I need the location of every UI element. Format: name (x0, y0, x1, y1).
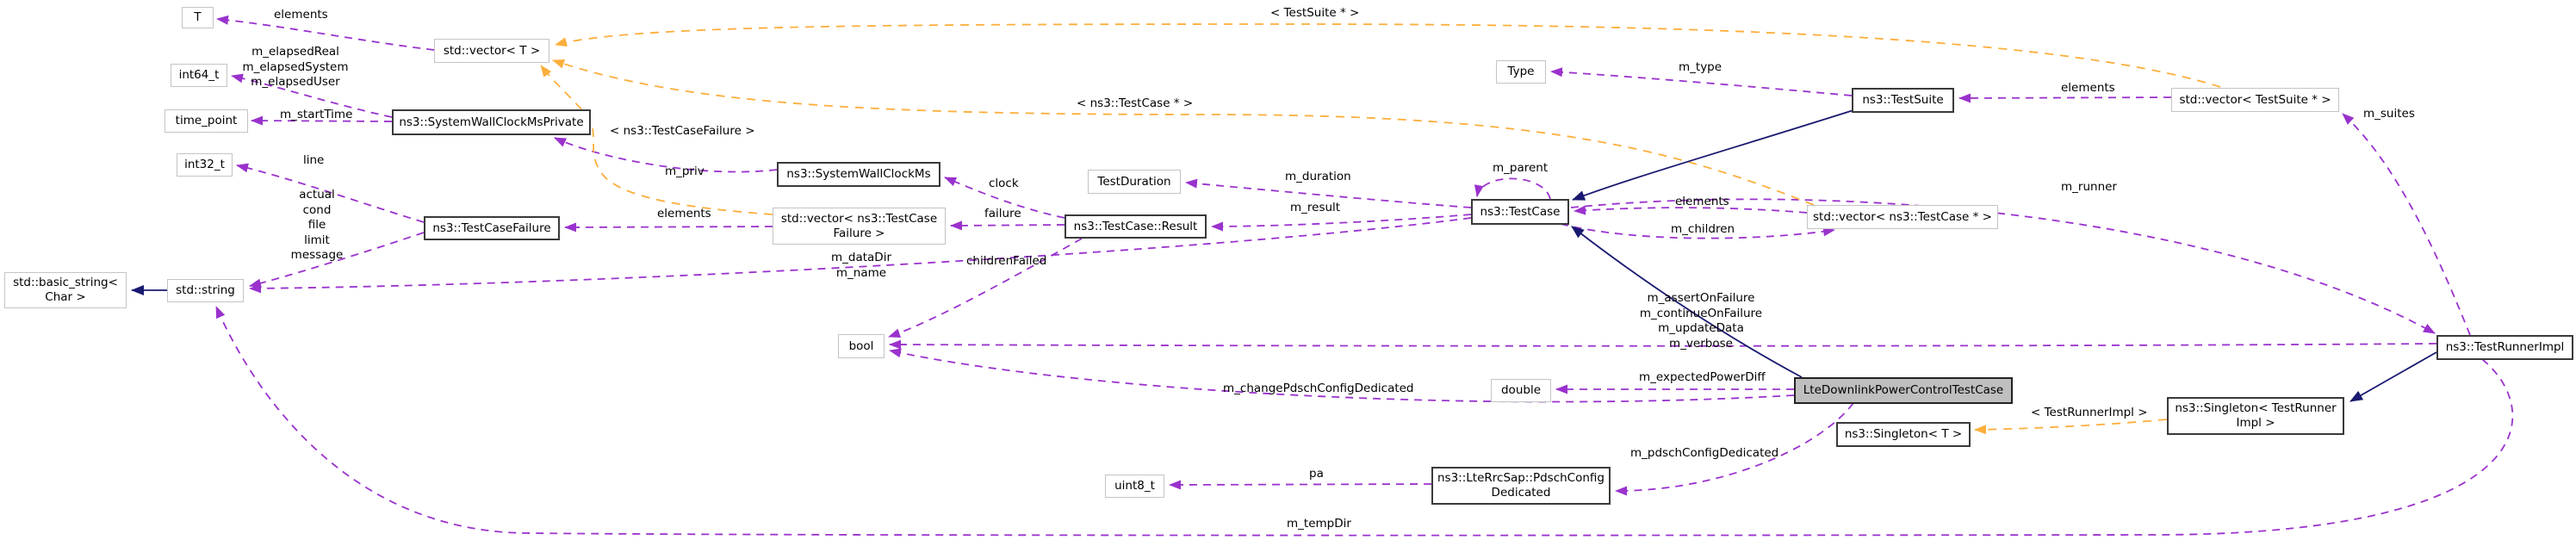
node-time-point[interactable]: time_point (164, 109, 248, 133)
edge-m-type (1550, 67, 1853, 96)
edge-tmpl-test-case-failure (540, 65, 773, 215)
node-std-vector-test-case-failure[interactable]: std::vector< ns3::TestCase Failure > (773, 208, 946, 245)
node-type[interactable]: Type (1496, 60, 1546, 84)
node-system-wall-clock-ms-private[interactable]: ns3::SystemWallClockMsPrivate (392, 109, 591, 135)
edge-m-duration (1185, 178, 1472, 208)
node-int32-t[interactable]: int32_t (177, 153, 233, 177)
node-test-case-result[interactable]: ns3::TestCase::Result (1065, 214, 1207, 239)
node-std-vector-t[interactable]: std::vector< T > (434, 39, 549, 63)
edge-m-children (1560, 223, 1835, 239)
edge-m-priv (554, 137, 778, 173)
edge-line (236, 163, 425, 223)
edge-elements-tc (1574, 205, 1808, 215)
node-double[interactable]: double (1491, 379, 1551, 402)
edge-m-result (1211, 214, 1472, 232)
node-system-wall-clock-ms[interactable]: ns3::SystemWallClockMs (777, 162, 940, 187)
edge-elements-vector-t (216, 15, 435, 51)
node-std-basic-string[interactable]: std::basic_string< Char > (4, 272, 127, 308)
edge-failure (950, 220, 1065, 231)
edge-m-parent (1474, 177, 1551, 200)
node-test-case-failure[interactable]: ns3::TestCaseFailure (424, 216, 560, 240)
node-t[interactable]: T (182, 7, 214, 28)
edge-m-pdsch-config (1615, 402, 1854, 496)
edge-m-elapsed (231, 73, 393, 118)
node-singleton-t[interactable]: ns3::Singleton< T > (1836, 422, 1971, 447)
edge-clock (944, 177, 1065, 219)
node-test-suite[interactable]: ns3::TestSuite (1852, 88, 1954, 113)
edge-runner-inherits-singleton (2349, 351, 2437, 402)
node-std-string[interactable]: std::string (167, 279, 244, 302)
edge-tmpl-test-suite-ptr (555, 23, 2221, 88)
node-test-case[interactable]: ns3::TestCase (1471, 199, 1569, 225)
edge-m-tempdir (215, 306, 2514, 537)
edge-runner-bools (889, 339, 2437, 350)
node-std-vector-test-case-ptr[interactable]: std::vector< ns3::TestCase * > (1807, 205, 1998, 229)
edge-testsuite-inherits-testcase (1572, 109, 1854, 201)
edge-m-suites (2342, 113, 2471, 336)
edge-m-change-pdsch (889, 348, 1795, 403)
edge-m-datadir-m-name (249, 217, 1472, 294)
node-bool[interactable]: bool (838, 334, 885, 358)
node-test-runner-impl[interactable]: ns3::TestRunnerImpl (2436, 335, 2573, 360)
edge-tmpl-test-case-ptr (552, 59, 1815, 206)
node-uint8-t[interactable]: uint8_t (1105, 475, 1164, 498)
node-lte-downlink-power-control-test-case: LteDownlinkPowerControlTestCase (1794, 377, 2013, 404)
edge-children-failed (888, 238, 1083, 338)
edge-tmpl-test-runner-impl (1974, 419, 2168, 435)
node-int64-t[interactable]: int64_t (171, 64, 227, 87)
edge-pa (1169, 480, 1432, 490)
node-singleton-test-runner-impl[interactable]: ns3::Singleton< TestRunner Impl > (2167, 397, 2344, 435)
node-test-duration[interactable]: TestDuration (1088, 170, 1181, 194)
edge-lte-inherits-testcase (1571, 226, 1803, 378)
edge-elements-ts (1958, 93, 2172, 103)
node-pdsch-config-dedicated[interactable]: ns3::LteRrcSap::PdschConfig Dedicated (1431, 467, 1611, 505)
edge-failure-fields (249, 232, 425, 289)
edge-m-runner (1570, 198, 2436, 334)
node-std-vector-test-suite-ptr[interactable]: std::vector< TestSuite * > (2171, 88, 2339, 112)
